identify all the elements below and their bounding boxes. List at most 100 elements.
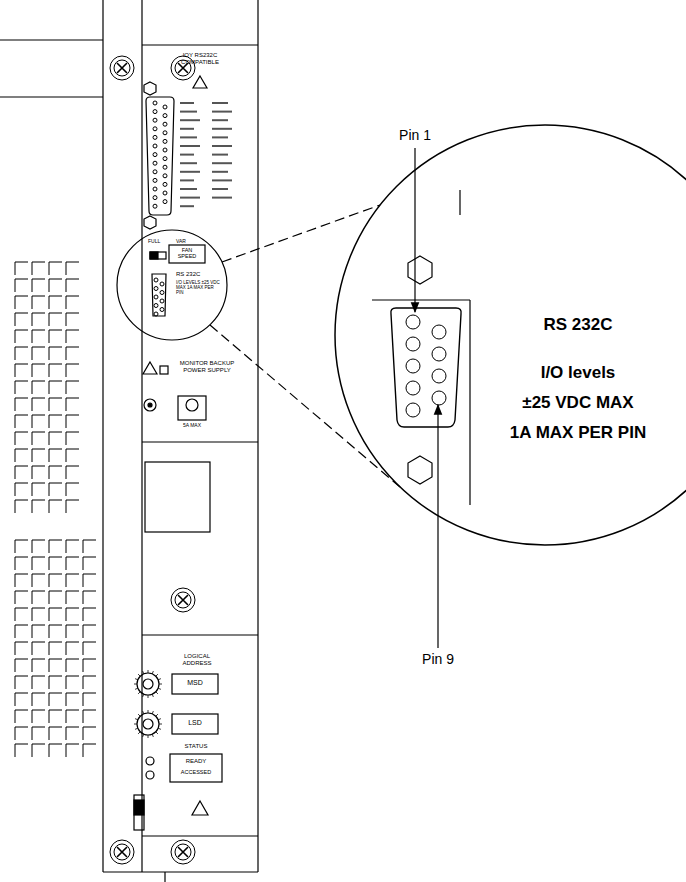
pin-name-mark — [180, 162, 197, 164]
grille-square — [49, 296, 62, 309]
connector-pin — [153, 110, 157, 114]
grille-square — [66, 279, 79, 292]
grille-square — [49, 642, 62, 655]
grille-square — [15, 296, 28, 309]
grille-square — [15, 727, 28, 740]
rating-note: 1A MAX PER PIN — [510, 424, 646, 443]
grille-square — [49, 676, 62, 689]
grille-square — [15, 415, 28, 428]
connector-pin — [406, 337, 420, 351]
grille-square — [15, 693, 28, 706]
grille-square — [66, 710, 79, 723]
grille-square — [32, 330, 45, 343]
grille-square — [83, 591, 96, 604]
panel-edge — [257, 0, 258, 872]
dial-tick — [159, 684, 162, 685]
grille-square — [15, 466, 28, 479]
grille-square — [49, 466, 62, 479]
connector-pin — [153, 135, 157, 139]
warning-triangle — [192, 801, 208, 815]
grille-square — [32, 313, 45, 326]
grille-square — [66, 744, 79, 757]
dial-tick — [152, 734, 153, 737]
grille-square — [15, 483, 28, 496]
grille-square — [49, 659, 62, 672]
panel-edge-detail — [459, 190, 460, 215]
panel-separator — [142, 835, 258, 836]
connector-pin — [154, 278, 158, 282]
connector-pin — [406, 403, 420, 417]
dial-tick — [135, 679, 138, 680]
connector-pin — [153, 127, 157, 131]
grille-square — [83, 608, 96, 621]
dial-tick — [138, 692, 140, 694]
grille-square — [66, 727, 79, 740]
grille-square — [66, 693, 79, 706]
grille-square — [83, 557, 96, 570]
grille-square — [32, 625, 45, 638]
connector-pin — [154, 287, 158, 291]
grille-square — [32, 347, 45, 360]
grille-square — [66, 381, 79, 394]
warning-triangle — [193, 76, 207, 88]
connector-pin — [160, 308, 164, 312]
grille-square — [32, 381, 45, 394]
db9-connector — [391, 308, 461, 427]
connector-pin — [153, 178, 157, 182]
grille-square — [83, 625, 96, 638]
rotary-switch — [137, 673, 159, 695]
grille-square — [66, 591, 79, 604]
grille-square — [49, 625, 62, 638]
grille-square — [66, 625, 79, 638]
dial-tick — [135, 688, 138, 689]
grille-square — [66, 398, 79, 411]
pin-name-mark — [180, 111, 197, 113]
grille-square — [32, 415, 45, 428]
grille-square — [66, 642, 79, 655]
grille-square — [15, 449, 28, 462]
screw-head — [175, 592, 191, 608]
connector-pin — [163, 131, 167, 135]
grille-square — [66, 296, 79, 309]
connector-pin — [153, 118, 157, 122]
grille-square — [66, 483, 79, 496]
rating-note: I/O levels — [541, 364, 616, 383]
panel-label: STATUS — [185, 743, 208, 750]
panel-separator — [142, 634, 258, 635]
led-label: ACCESSED — [181, 769, 211, 775]
screw — [110, 840, 134, 864]
rating-note: I/O LEVELS ±25 VDC MAX 1A MAX PER PIN — [176, 281, 220, 296]
grille-square — [15, 625, 28, 638]
screw-head — [114, 844, 130, 860]
pin-name-mark — [212, 111, 232, 113]
grille-square — [83, 744, 96, 757]
grille-square — [83, 642, 96, 655]
screw-slot — [117, 847, 127, 857]
grille-square — [15, 313, 28, 326]
switch-label: MSD — [187, 679, 203, 687]
grille-square — [49, 347, 62, 360]
panel-separator — [142, 44, 258, 45]
grille-square — [32, 744, 45, 757]
grille-square — [32, 727, 45, 740]
hex-standoff — [144, 82, 156, 95]
grille-square — [49, 279, 62, 292]
magnifier-large — [335, 125, 686, 545]
grille-square — [66, 330, 79, 343]
screw-head — [171, 588, 195, 612]
panel-edge-detail — [469, 300, 470, 505]
grille-square — [15, 574, 28, 587]
pin-name-mark — [180, 136, 197, 138]
switch-label: VAR — [176, 239, 186, 245]
dial-tick — [152, 711, 153, 714]
callout-line — [210, 325, 400, 487]
grille-square — [32, 398, 45, 411]
grille-square — [66, 415, 79, 428]
grille-square — [49, 364, 62, 377]
grille-square — [66, 466, 79, 479]
pin-name-mark — [212, 162, 232, 164]
dial-tick — [134, 684, 137, 685]
grille-square — [32, 279, 45, 292]
pin-name-mark — [180, 154, 194, 156]
hex-standoff — [408, 256, 432, 284]
